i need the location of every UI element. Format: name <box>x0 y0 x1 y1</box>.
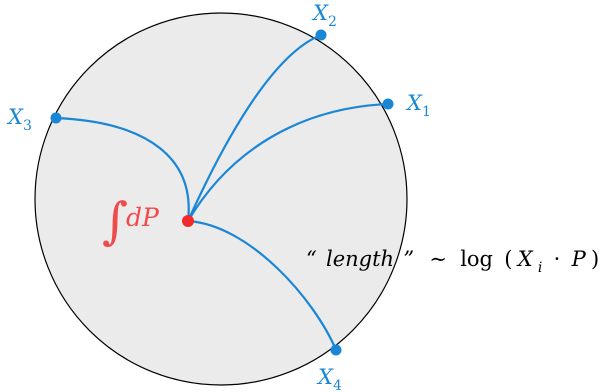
arg-x: X <box>516 247 534 271</box>
dot-operator: · <box>554 247 561 271</box>
log-func: log <box>460 247 493 271</box>
left-paren: ( <box>504 247 512 271</box>
length-annotation: “ length ” ∼ log ( X i · P ) <box>306 247 599 277</box>
boundary-labels: X1 X2 X3 X4 <box>6 1 431 392</box>
boundary-points <box>50 29 394 356</box>
label-x3: X3 <box>6 105 32 134</box>
close-quote: ” <box>403 247 414 271</box>
label-x4: X4 <box>316 365 342 392</box>
length-word: length <box>326 247 394 271</box>
geodesic-to-x4 <box>187 219 338 351</box>
boundary-point-x1 <box>382 98 394 110</box>
geodesic-to-x3 <box>55 116 190 222</box>
sim-relation: ∼ <box>429 247 447 271</box>
integral-symbol: ∫ <box>102 192 128 250</box>
open-quote: “ <box>306 247 317 271</box>
bulk-point-p <box>182 215 194 227</box>
poincare-disk <box>34 12 408 386</box>
bulk-integral-label: ∫ dP <box>102 192 160 250</box>
boundary-point-x3 <box>50 112 62 124</box>
label-x2: X2 <box>311 1 337 30</box>
geodesics <box>55 33 389 351</box>
boundary-point-x4 <box>330 344 342 356</box>
label-x1: X1 <box>405 91 431 120</box>
right-paren: ) <box>591 247 599 271</box>
arg-p: P <box>571 247 587 271</box>
boundary-point-x2 <box>315 29 327 41</box>
geodesic-to-x2 <box>186 33 322 222</box>
geodesic-to-x1 <box>187 102 389 222</box>
arg-x-sub: i <box>538 260 542 276</box>
measure-dp: dP <box>126 203 160 232</box>
